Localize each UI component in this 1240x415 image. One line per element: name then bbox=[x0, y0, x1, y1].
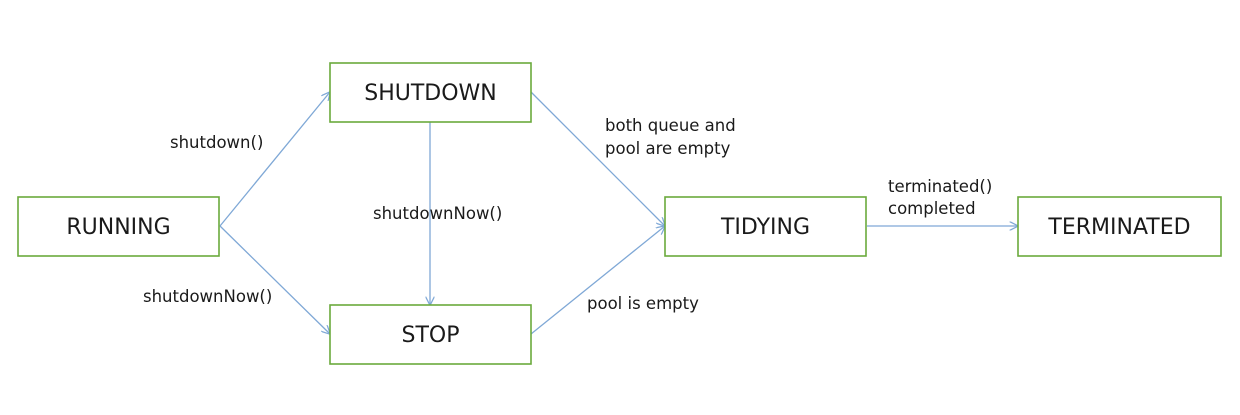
state-shutdown: SHUTDOWN bbox=[329, 62, 532, 123]
label-stop-to-tidying: pool is empty bbox=[587, 294, 699, 313]
label-tidying-to-terminated-line1: terminated() bbox=[888, 177, 992, 196]
label-shutdown-to-tidying-line1: both queue and bbox=[605, 116, 736, 135]
state-running: RUNNING bbox=[17, 196, 220, 257]
edge-shutdown-to-tidying bbox=[530, 91, 665, 226]
state-running-label: RUNNING bbox=[66, 215, 170, 240]
state-stop-label: STOP bbox=[402, 323, 460, 348]
state-tidying-label: TIDYING bbox=[720, 215, 810, 240]
edge-stop-to-tidying bbox=[530, 226, 665, 335]
state-tidying: TIDYING bbox=[664, 196, 867, 257]
state-terminated-label: TERMINATED bbox=[1047, 215, 1190, 240]
state-shutdown-label: SHUTDOWN bbox=[364, 81, 497, 106]
edge-running-to-shutdown bbox=[219, 92, 330, 227]
label-tidying-to-terminated-line2: completed bbox=[888, 199, 976, 218]
state-stop: STOP bbox=[329, 304, 532, 365]
label-running-to-stop: shutdownNow() bbox=[143, 287, 272, 306]
label-running-to-shutdown: shutdown() bbox=[170, 133, 263, 152]
label-shutdown-to-tidying-line2: pool are empty bbox=[605, 139, 731, 158]
edge-running-to-stop bbox=[219, 225, 330, 334]
label-shutdown-to-stop: shutdownNow() bbox=[373, 204, 502, 223]
state-terminated: TERMINATED bbox=[1017, 196, 1222, 257]
